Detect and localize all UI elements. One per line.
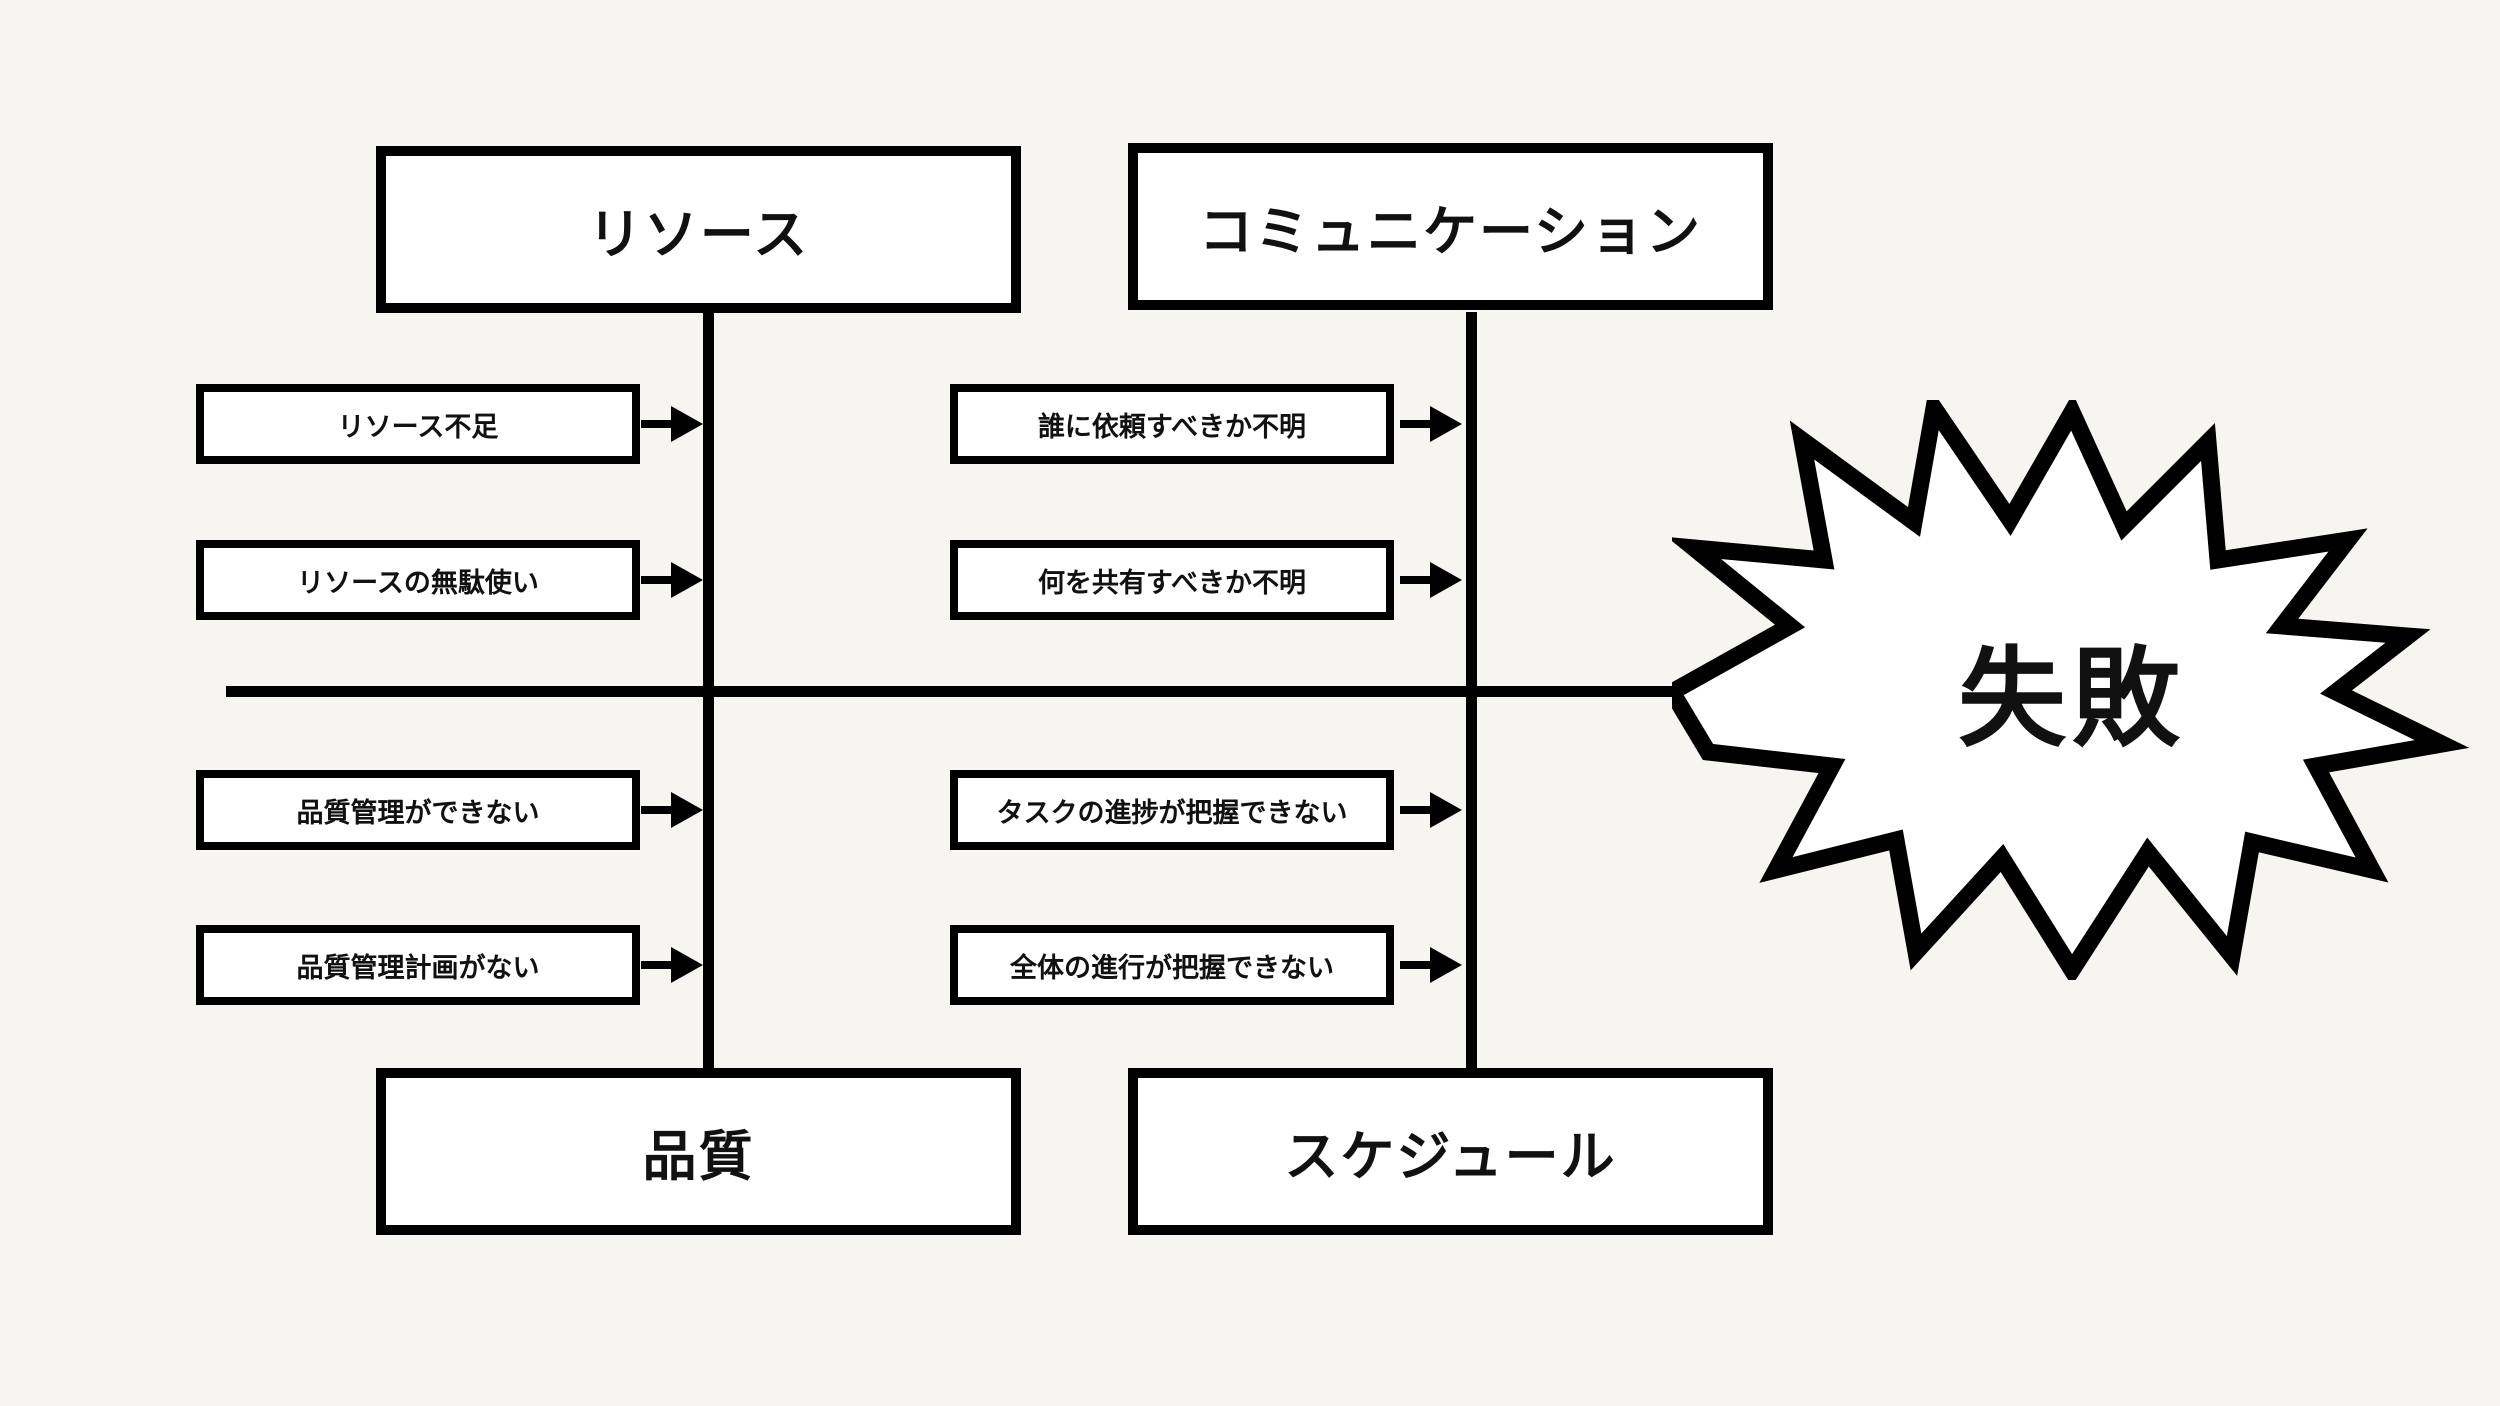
arrow-icon-quality-1 [641,792,703,828]
branch-line-left [703,312,714,1072]
cause-box-resource-2[interactable]: リソースの無駄使い [196,540,640,620]
arrow-head [671,406,703,442]
branch-line-right [1466,312,1477,1072]
category-box-resource[interactable]: リソース [376,146,1021,313]
arrow-head [671,562,703,598]
arrow-head [1430,947,1462,983]
effect-starburst-icon [1672,400,2472,980]
cause-box-schedule-1[interactable]: タスクの進捗が把握できない [950,770,1394,850]
arrow-head [1430,792,1462,828]
cause-label-communication-2: 何を共有すべきか不明 [1037,567,1307,598]
cause-label-schedule-1: タスクの進捗が把握できない [996,797,1348,828]
arrow-head [671,947,703,983]
arrow-icon-schedule-2 [1400,947,1462,983]
category-label-resource: リソース [587,205,810,265]
arrow-stem [1400,961,1438,969]
arrow-head [1430,406,1462,442]
spine-horizontal [226,686,1686,697]
cause-box-communication-1[interactable]: 誰に依頼すべきか不明 [950,384,1394,464]
category-box-quality[interactable]: 品質 [376,1068,1021,1235]
cause-box-resource-1[interactable]: リソース不足 [196,384,640,464]
category-label-communication: コミュニケーション [1199,202,1702,262]
category-label-quality: 品質 [642,1127,755,1187]
arrow-stem [641,961,679,969]
cause-box-quality-2[interactable]: 品質管理計画がない [196,925,640,1005]
cause-label-resource-1: リソース不足 [337,411,499,442]
arrow-icon-schedule-1 [1400,792,1462,828]
cause-box-communication-2[interactable]: 何を共有すべきか不明 [950,540,1394,620]
category-label-schedule: スケジュール [1284,1127,1617,1187]
arrow-icon-resource-2 [641,562,703,598]
arrow-stem [641,420,679,428]
arrow-head [671,792,703,828]
arrow-icon-quality-2 [641,947,703,983]
cause-label-communication-1: 誰に依頼すべきか不明 [1037,411,1307,442]
arrow-icon-communication-2 [1400,562,1462,598]
cause-label-resource-2: リソースの無駄使い [297,567,539,598]
cause-label-quality-1: 品質管理ができない [296,797,540,828]
cause-label-schedule-2: 全体の進行が把握できない [1010,952,1334,983]
category-box-schedule[interactable]: スケジュール [1128,1068,1773,1235]
cause-box-schedule-2[interactable]: 全体の進行が把握できない [950,925,1394,1005]
arrow-stem [641,806,679,814]
arrow-head [1430,562,1462,598]
cause-box-quality-1[interactable]: 品質管理ができない [196,770,640,850]
arrow-stem [641,576,679,584]
arrow-stem [1400,420,1438,428]
arrow-stem [1400,806,1438,814]
category-box-communication[interactable]: コミュニケーション [1128,143,1773,310]
arrow-icon-communication-1 [1400,406,1462,442]
arrow-stem [1400,576,1438,584]
cause-label-quality-2: 品質管理計画がない [296,952,540,983]
arrow-icon-resource-1 [641,406,703,442]
